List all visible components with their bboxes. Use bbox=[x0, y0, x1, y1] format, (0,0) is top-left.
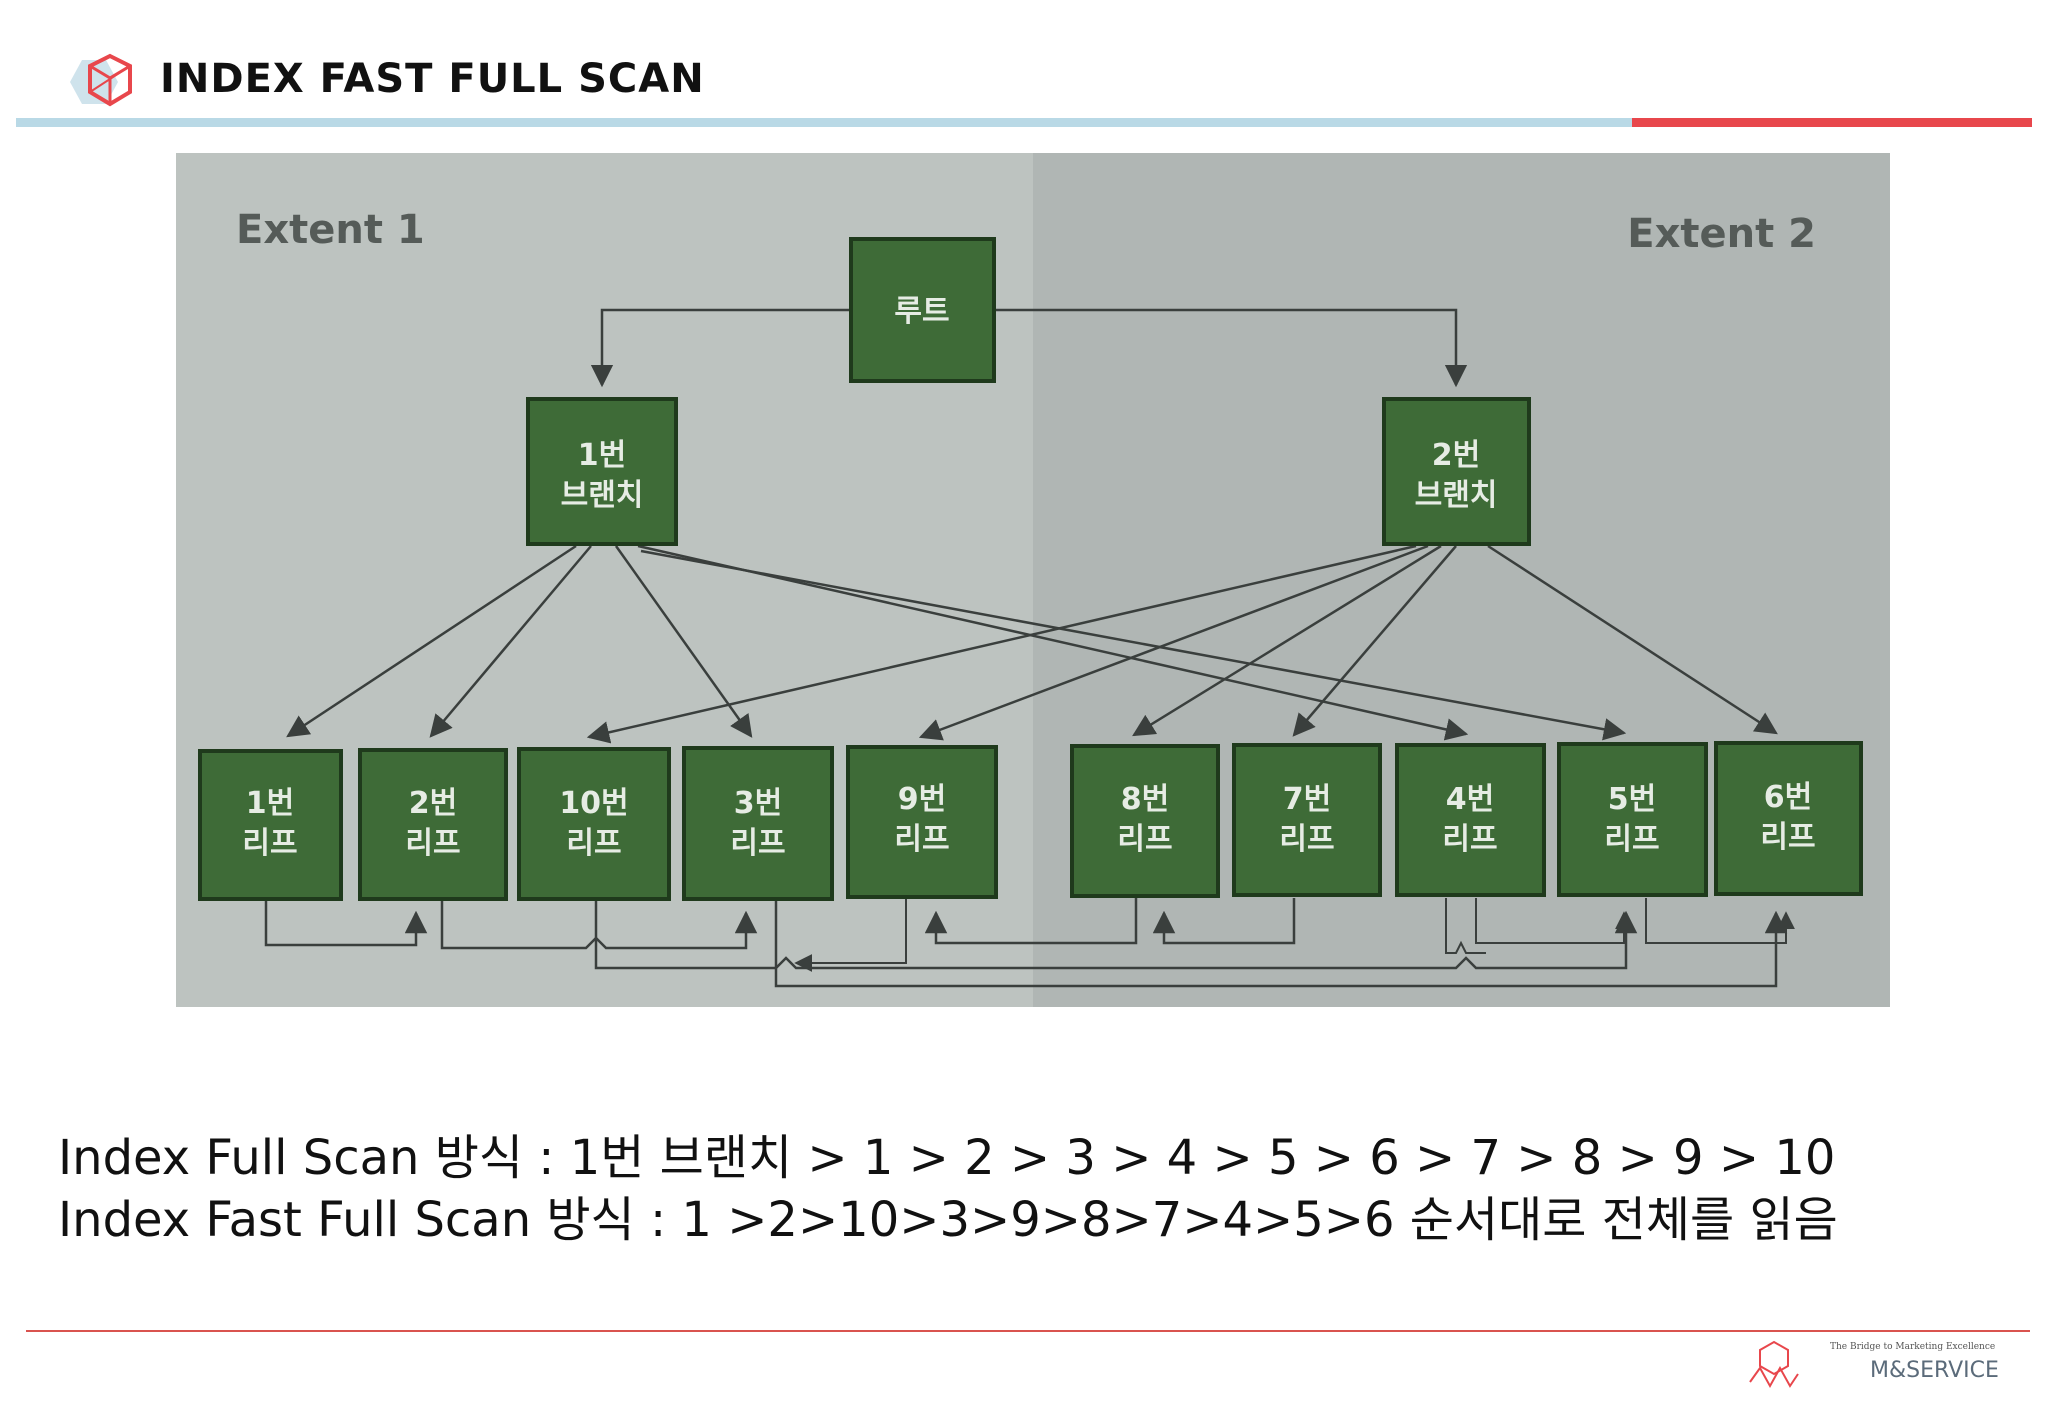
leaf-6-line1: 6번 bbox=[1764, 780, 1812, 815]
tree-edges bbox=[286, 308, 1778, 744]
leaf-1-line2: 리프 bbox=[242, 826, 297, 861]
branch-1-line1: 1번 bbox=[578, 438, 626, 473]
leaf-5-line1: 5번 bbox=[1608, 782, 1656, 817]
hexagon-cube-icon bbox=[70, 53, 132, 107]
leaf-6-line2: 리프 bbox=[1760, 820, 1815, 855]
leaf-1-line1: 1번 bbox=[246, 786, 294, 821]
leaf-4-line1: 4번 bbox=[1446, 782, 1494, 817]
leaf-node-3: 3번 리프 bbox=[682, 746, 834, 901]
leaf-9-line1: 9번 bbox=[898, 782, 946, 817]
extent-2-label: Extent 2 bbox=[1627, 211, 1816, 257]
leaf-8-line1: 8번 bbox=[1121, 782, 1169, 817]
footer-brand: M&SERVICE bbox=[1870, 1358, 1999, 1383]
leaf-7-line2: 리프 bbox=[1279, 822, 1334, 857]
footer-rule bbox=[26, 1330, 2030, 1332]
leaf-4-line2: 리프 bbox=[1442, 822, 1497, 857]
branch-node-2: 2번 브랜치 bbox=[1382, 397, 1531, 546]
extent-1-label: Extent 1 bbox=[236, 207, 425, 253]
branch-node-1: 1번 브랜치 bbox=[526, 397, 678, 546]
leaf-2-line2: 리프 bbox=[405, 826, 460, 861]
leaf-10-line1: 10번 bbox=[559, 786, 628, 821]
branch-2-line2: 브랜치 bbox=[1415, 478, 1498, 513]
caption-fast-full-scan: Index Fast Full Scan 방식 : 1 >2>10>3>9>8>… bbox=[58, 1192, 1838, 1248]
leaf-link-lines bbox=[264, 898, 1795, 988]
leaf-3-line1: 3번 bbox=[734, 786, 782, 821]
page-title: INDEX FAST FULL SCAN bbox=[160, 56, 705, 102]
leaf-7-line1: 7번 bbox=[1283, 782, 1331, 817]
leaf-10-line2: 리프 bbox=[566, 826, 621, 861]
leaf-node-2: 2번 리프 bbox=[358, 748, 508, 901]
leaf-node-1: 1번 리프 bbox=[198, 749, 343, 901]
caption-full-scan: Index Full Scan 방식 : 1번 브랜치 > 1 > 2 > 3 … bbox=[58, 1130, 1836, 1186]
leaf-node-5: 5번 리프 bbox=[1557, 742, 1708, 897]
header-rule-blue bbox=[16, 118, 1632, 127]
leaf-node-7: 7번 리프 bbox=[1232, 743, 1382, 897]
mns-logo-icon bbox=[1749, 1340, 1799, 1389]
branch-1-line2: 브랜치 bbox=[561, 478, 644, 513]
leaf-node-4: 4번 리프 bbox=[1395, 743, 1546, 897]
leaf-9-line2: 리프 bbox=[894, 822, 949, 857]
leaf-5-line2: 리프 bbox=[1604, 822, 1659, 857]
footer-tagline: The Bridge to Marketing Excellence bbox=[1830, 1342, 1996, 1352]
leaf-node-8: 8번 리프 bbox=[1070, 744, 1220, 898]
index-tree-diagram: Extent 1 Extent 2 bbox=[176, 153, 1890, 1007]
leaf-3-line2: 리프 bbox=[730, 826, 785, 861]
leaf-node-6: 6번 리프 bbox=[1714, 741, 1863, 896]
leaf-node-9: 9번 리프 bbox=[846, 745, 998, 899]
leaf-8-line2: 리프 bbox=[1117, 822, 1172, 857]
leaf-node-10: 10번 리프 bbox=[517, 747, 671, 901]
leaf-2-line1: 2번 bbox=[409, 786, 457, 821]
root-label: 루트 bbox=[894, 294, 949, 329]
header-rule-red bbox=[1632, 118, 2032, 127]
branch-2-line1: 2번 bbox=[1432, 438, 1480, 473]
root-node: 루트 bbox=[849, 237, 996, 383]
